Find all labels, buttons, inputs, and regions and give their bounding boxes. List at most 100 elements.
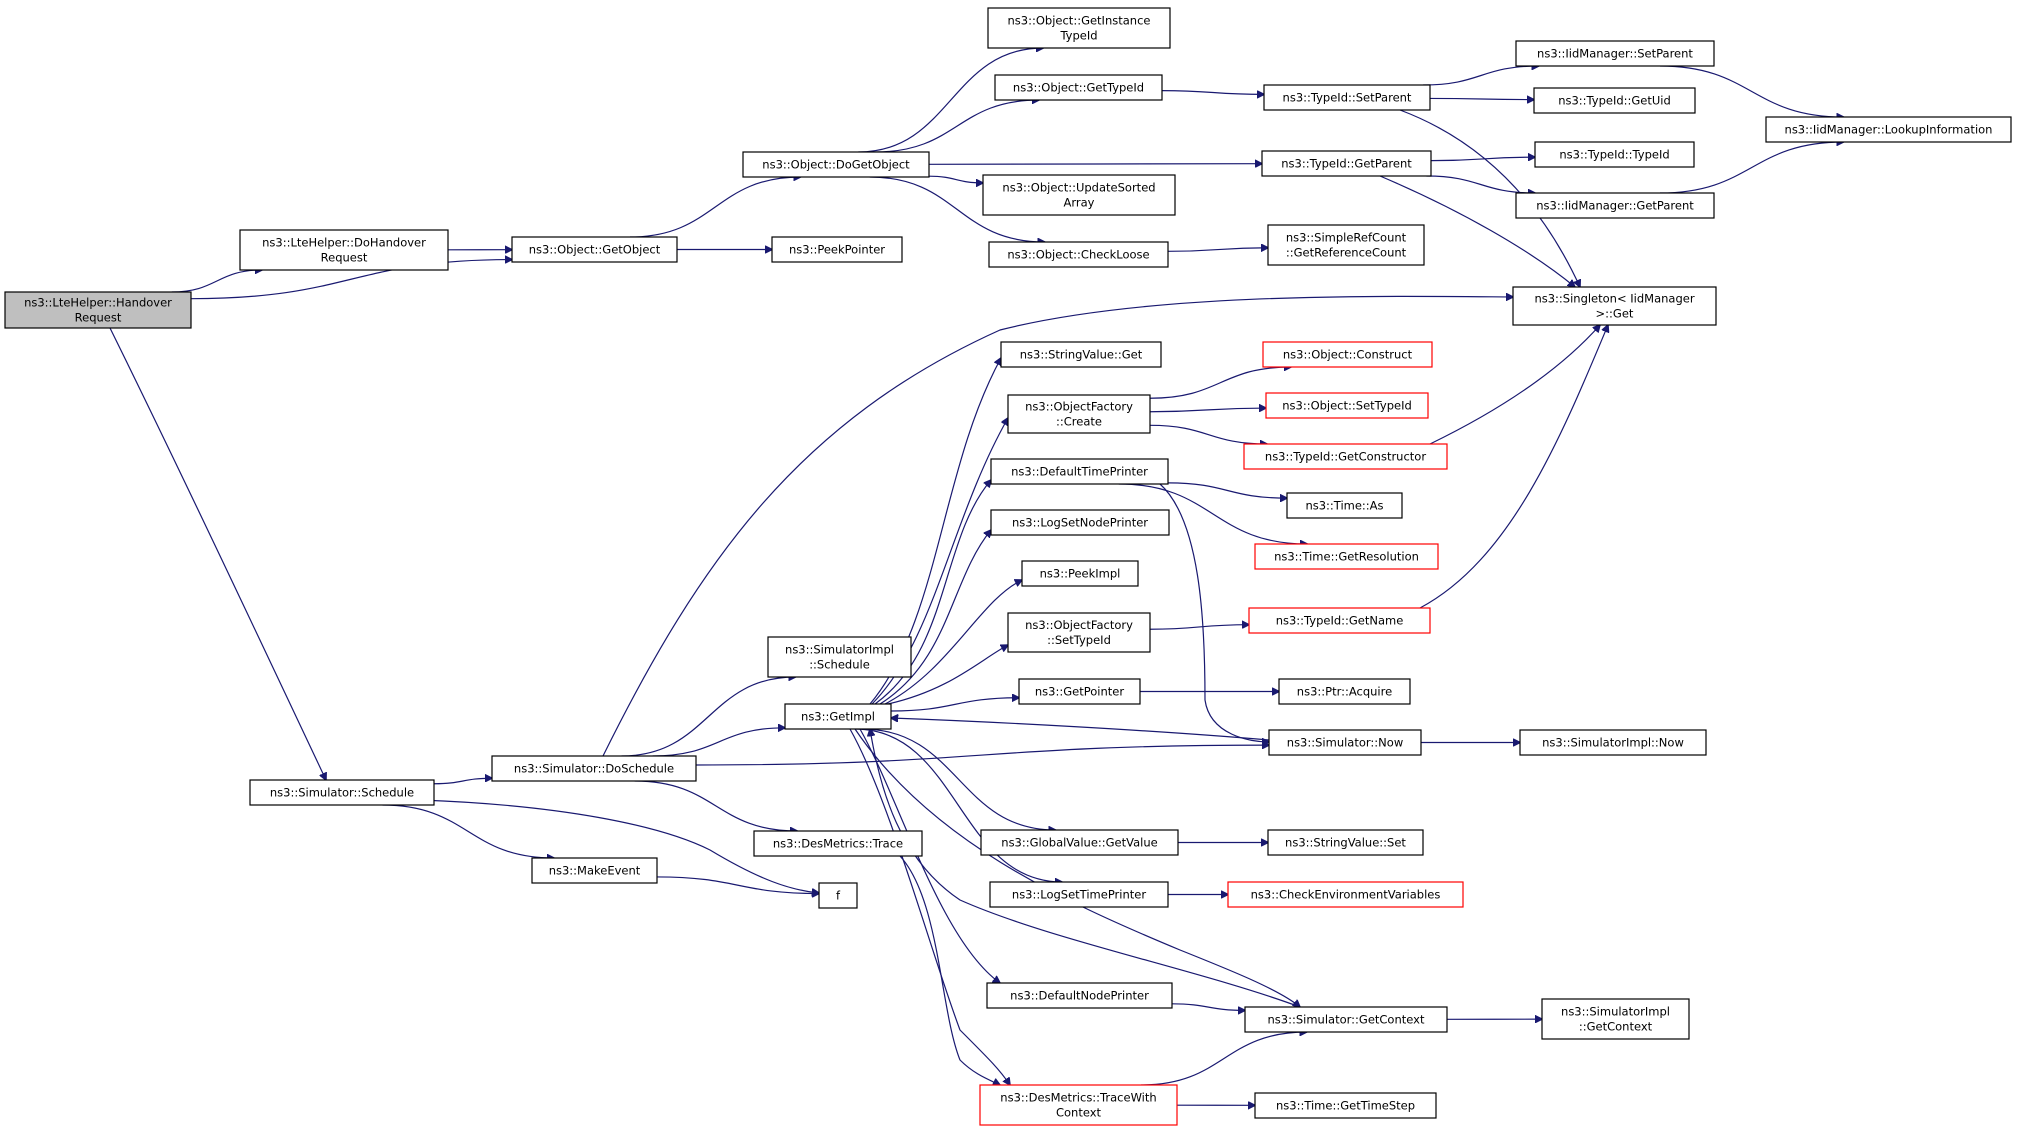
node-stringValueSet[interactable]: ns3::StringValue::Set bbox=[1267, 829, 1424, 856]
node-desTrace[interactable]: ns3::DesMetrics::Trace bbox=[753, 830, 923, 857]
edge-makeEvent-to-f bbox=[656, 876, 819, 894]
edge-ofCreate-to-objSetTypeId bbox=[1149, 408, 1266, 413]
node-getConstructor[interactable]: ns3::TypeId::GetConstructor bbox=[1243, 443, 1448, 470]
node-label: ns3::StringValue::Set bbox=[1285, 836, 1406, 850]
node-peekImpl[interactable]: ns3::PeekImpl bbox=[1021, 560, 1139, 587]
node-label: ns3::DesMetrics::Trace bbox=[773, 837, 903, 851]
node-simSchedule[interactable]: ns3::Simulator::Schedule bbox=[249, 779, 435, 806]
node-box bbox=[1267, 829, 1424, 856]
node-simGetContext[interactable]: ns3::Simulator::GetContext bbox=[1244, 1006, 1448, 1033]
node-box bbox=[491, 755, 697, 782]
node-box bbox=[1512, 286, 1717, 326]
node-label: Request bbox=[321, 251, 368, 265]
node-box bbox=[742, 151, 930, 178]
node-getResolution[interactable]: ns3::Time::GetResolution bbox=[1254, 543, 1439, 570]
node-doSchedule[interactable]: ns3::Simulator::DoSchedule bbox=[491, 755, 697, 782]
node-logSetTimePrinter[interactable]: ns3::LogSetTimePrinter bbox=[989, 881, 1169, 908]
node-logSetNodePrinter[interactable]: ns3::LogSetNodePrinter bbox=[990, 509, 1170, 536]
edge-getObject-to-doGetObject bbox=[630, 177, 800, 238]
node-getParent[interactable]: ns3::TypeId::GetParent bbox=[1261, 150, 1432, 177]
node-label: ns3::CheckEnvironmentVariables bbox=[1251, 888, 1441, 902]
node-box bbox=[1533, 87, 1696, 114]
node-simImplNow[interactable]: ns3::SimulatorImpl::Now bbox=[1519, 729, 1707, 756]
node-defaultNodePrinter[interactable]: ns3::DefaultNodePrinter bbox=[986, 982, 1173, 1009]
node-label: ns3::Simulator::DoSchedule bbox=[514, 762, 674, 776]
node-doGetObject[interactable]: ns3::Object::DoGetObject bbox=[742, 151, 930, 178]
node-label: ns3::Simulator::GetContext bbox=[1268, 1013, 1425, 1027]
edge-doSchedule-to-desTrace bbox=[634, 780, 798, 831]
edge-iidGetParent-to-lookupInfo bbox=[1659, 142, 1844, 194]
node-label: ns3::Object::SetTypeId bbox=[1282, 399, 1412, 413]
node-box bbox=[982, 174, 1176, 216]
node-checkEnv[interactable]: ns3::CheckEnvironmentVariables bbox=[1227, 881, 1464, 908]
node-box bbox=[990, 458, 1169, 485]
node-typeIdGetName[interactable]: ns3::TypeId::GetName bbox=[1248, 607, 1431, 634]
node-lookupInfo[interactable]: ns3::IidManager::LookupInformation bbox=[1765, 116, 2012, 143]
node-box bbox=[990, 509, 1170, 536]
edge-getConstructor-to-singletonGet bbox=[1429, 325, 1600, 445]
node-getUid[interactable]: ns3::TypeId::GetUid bbox=[1533, 87, 1696, 114]
node-label: ns3::LteHelper::DoHandover bbox=[262, 236, 426, 250]
node-simImplGetContext[interactable]: ns3::SimulatorImpl::GetContext bbox=[1541, 998, 1690, 1040]
node-getRefCount[interactable]: ns3::SimpleRefCount::GetReferenceCount bbox=[1267, 224, 1425, 266]
node-ofCreate[interactable]: ns3::ObjectFactory::Create bbox=[1007, 394, 1151, 434]
node-objConstruct[interactable]: ns3::Object::Construct bbox=[1262, 341, 1433, 368]
node-label: ns3::Object::GetObject bbox=[529, 243, 661, 257]
node-box bbox=[1278, 678, 1411, 705]
edge-doSchedule-to-simImplSchedule bbox=[621, 677, 796, 757]
edge-getImpl-to-logSetNodePrinter bbox=[879, 530, 991, 705]
node-peekPointer[interactable]: ns3::PeekPointer bbox=[771, 236, 903, 263]
node-typeIdTypeId[interactable]: ns3::TypeId::TypeId bbox=[1534, 141, 1695, 168]
node-iidSetParent[interactable]: ns3::IidManager::SetParent bbox=[1515, 40, 1715, 67]
node-label: TypeId bbox=[1059, 29, 1097, 43]
edge-doSchedule-to-singletonGet bbox=[602, 296, 1513, 757]
node-label: ns3::SimulatorImpl::Now bbox=[1542, 736, 1684, 750]
node-box bbox=[1265, 392, 1429, 419]
node-box bbox=[4, 291, 192, 329]
node-label: ns3::ObjectFactory bbox=[1025, 618, 1133, 632]
node-simNow[interactable]: ns3::Simulator::Now bbox=[1268, 729, 1422, 756]
node-singletonGet[interactable]: ns3::Singleton< IidManager>::Get bbox=[1512, 286, 1717, 326]
node-gvGetValue[interactable]: ns3::GlobalValue::GetValue bbox=[980, 829, 1179, 856]
node-box bbox=[1267, 224, 1425, 266]
node-ofSetTypeId[interactable]: ns3::ObjectFactory::SetTypeId bbox=[1007, 612, 1151, 653]
node-label: ns3::Object::UpdateSorted bbox=[1002, 181, 1155, 195]
node-getTimeStep[interactable]: ns3::Time::GetTimeStep bbox=[1254, 1092, 1437, 1119]
node-box bbox=[767, 636, 912, 678]
node-label: ns3::LogSetNodePrinter bbox=[1012, 516, 1148, 530]
node-stringValueGet[interactable]: ns3::StringValue::Get bbox=[1000, 341, 1162, 368]
node-box bbox=[1254, 543, 1439, 570]
node-ptrAcquire[interactable]: ns3::Ptr::Acquire bbox=[1278, 678, 1411, 705]
node-box bbox=[1244, 1006, 1448, 1033]
node-makeEvent[interactable]: ns3::MakeEvent bbox=[531, 857, 658, 884]
node-box bbox=[1021, 560, 1139, 587]
edge-defaultTimePrinter-to-timeAs bbox=[1167, 482, 1287, 498]
node-timeAs[interactable]: ns3::Time::As bbox=[1286, 492, 1403, 519]
node-objSetTypeId[interactable]: ns3::Object::SetTypeId bbox=[1265, 392, 1429, 419]
edge-ofCreate-to-getConstructor bbox=[1149, 424, 1267, 444]
node-checkLoose[interactable]: ns3::Object::CheckLoose bbox=[988, 241, 1169, 268]
node-getImpl[interactable]: ns3::GetImpl bbox=[784, 703, 892, 730]
node-label: >::Get bbox=[1596, 307, 1634, 321]
node-label: ns3::SimulatorImpl bbox=[785, 643, 894, 657]
node-getPointer[interactable]: ns3::GetPointer bbox=[1018, 678, 1141, 705]
node-f[interactable]: f bbox=[818, 882, 858, 909]
node-simImplSchedule[interactable]: ns3::SimulatorImpl::Schedule bbox=[767, 636, 912, 678]
node-label: ns3::TypeId::SetParent bbox=[1283, 91, 1412, 105]
node-setParent[interactable]: ns3::TypeId::SetParent bbox=[1263, 84, 1431, 111]
node-box bbox=[989, 881, 1169, 908]
node-getObject[interactable]: ns3::Object::GetObject bbox=[511, 236, 678, 263]
node-label: ns3::Time::GetResolution bbox=[1274, 550, 1419, 564]
node-defaultTimePrinter[interactable]: ns3::DefaultTimePrinter bbox=[990, 458, 1169, 485]
node-objGetTypeId[interactable]: ns3::Object::GetTypeId bbox=[994, 74, 1163, 101]
node-label: ::GetReferenceCount bbox=[1286, 246, 1407, 260]
node-label: ns3::Object::Construct bbox=[1283, 348, 1413, 362]
node-box bbox=[1541, 998, 1690, 1040]
node-iidGetParent[interactable]: ns3::IidManager::GetParent bbox=[1515, 192, 1715, 219]
